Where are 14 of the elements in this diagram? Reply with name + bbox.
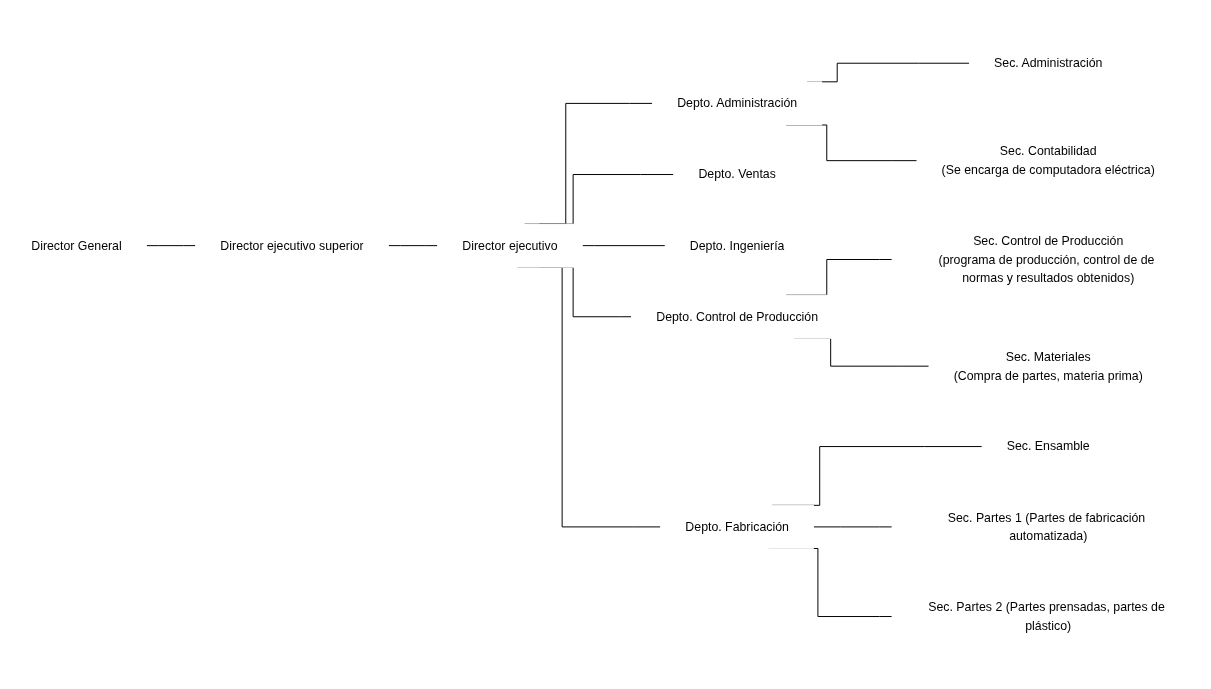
node-text: Depto. Ingeniería — [689, 238, 785, 253]
connector — [581, 245, 666, 247]
node-text: Director General — [31, 238, 122, 253]
node-text: Sec. Control de Producción (programa de producción, control de de normas y resultados obtenidos) — [938, 233, 1155, 285]
node-text: Sec. Ensamble — [1006, 438, 1090, 453]
node-text: Sec. Contabilidad (Se encarga de computadora eléctrica) — [941, 143, 1155, 177]
connector — [387, 245, 439, 247]
node-text: Sec. Materiales (Compra de partes, materia prima) — [953, 349, 1143, 382]
node-text: Sec. Partes 2 (Partes prensadas, partes de plástico) — [928, 599, 1165, 633]
connector — [145, 245, 197, 247]
node-text: Sec. Partes 1 (Partes de fabricación automatizada) — [947, 510, 1146, 543]
node-text: Sec. Administración — [994, 55, 1103, 70]
node-text: Depto. Ventas — [698, 166, 776, 181]
node-text: Director ejecutivo superior — [220, 238, 364, 253]
